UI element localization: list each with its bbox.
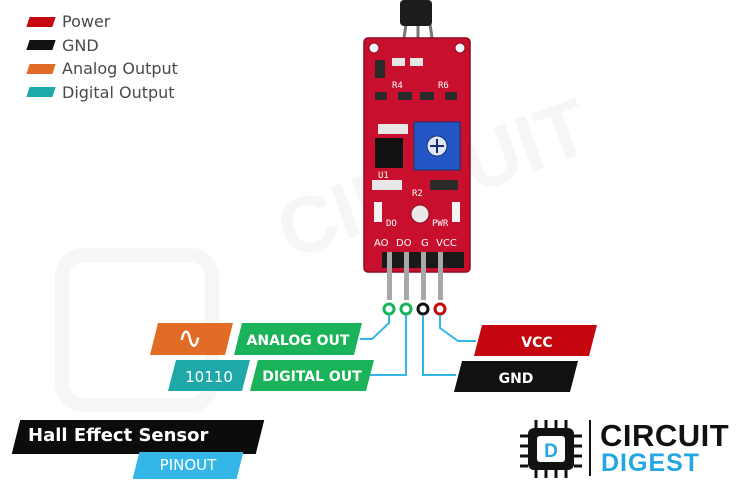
legend-swatch-gnd [26, 40, 56, 51]
legend-label-power: Power [62, 12, 111, 32]
legend-item-digital: Digital Output [26, 81, 178, 105]
page-title: Hall Effect Sensor [28, 425, 209, 446]
digital-out-label: DIGITAL OUT [262, 369, 362, 385]
pin-label-g: G [421, 238, 429, 249]
logo-wordmark-bottom: DIGEST [601, 449, 701, 477]
gnd-tag [454, 361, 578, 392]
digital-glyph-text: 10110 [185, 368, 233, 386]
pin-marker-ground [416, 302, 430, 316]
silk-ic: U1 [378, 171, 389, 181]
ic-chip [375, 138, 403, 168]
logo-mark: D [544, 441, 558, 462]
pin-marker-analog [382, 302, 396, 316]
pin-marker-digital [399, 302, 413, 316]
legend-label-digital: Digital Output [62, 82, 175, 102]
leader-wires [360, 315, 476, 376]
pin-marker-power [433, 302, 447, 316]
legend-swatch-digital [26, 87, 56, 98]
page-subtitle: PINOUT [159, 456, 217, 474]
legend-label-gnd: GND [62, 35, 99, 55]
sensor-board [363, 37, 471, 273]
pin-label-ao: AO [374, 238, 389, 249]
mounting-hole [410, 204, 430, 224]
silk-r2: R2 [412, 189, 423, 199]
legend-swatch-power [26, 16, 56, 27]
legend-label-analog: Analog Output [62, 59, 178, 79]
vcc-label: VCC [521, 335, 552, 351]
pin-label-vcc: VCC [436, 238, 457, 249]
color-legend: Power GND Analog Output Digital Output [26, 10, 178, 105]
legend-item-gnd: GND [26, 34, 178, 58]
pin-label-do: DO [396, 238, 412, 249]
legend-swatch-analog [26, 63, 56, 74]
analog-glyph-tag [150, 323, 233, 355]
legend-item-analog: Analog Output [26, 57, 178, 81]
legend-item-power: Power [26, 10, 178, 34]
analog-out-tag [234, 323, 362, 355]
silk-pwr: PWR [432, 219, 449, 229]
watermark: CIRCUIT [55, 81, 601, 412]
digital-out-tag [250, 360, 374, 391]
chip-icon: D [520, 420, 582, 478]
pin-markers [382, 302, 447, 316]
header-pins [382, 252, 464, 300]
logo-wordmark-top: CIRCUIT [600, 418, 730, 453]
silk-do: DO [386, 219, 397, 229]
analog-wave-icon: ∿ [177, 321, 202, 356]
silk-r6: R6 [438, 81, 449, 91]
vcc-tag [474, 325, 597, 356]
silk-r4: R4 [392, 81, 403, 91]
analog-out-label: ANALOG OUT [247, 333, 350, 349]
gnd-label: GND [499, 371, 534, 387]
digital-glyph-tag [168, 360, 250, 391]
